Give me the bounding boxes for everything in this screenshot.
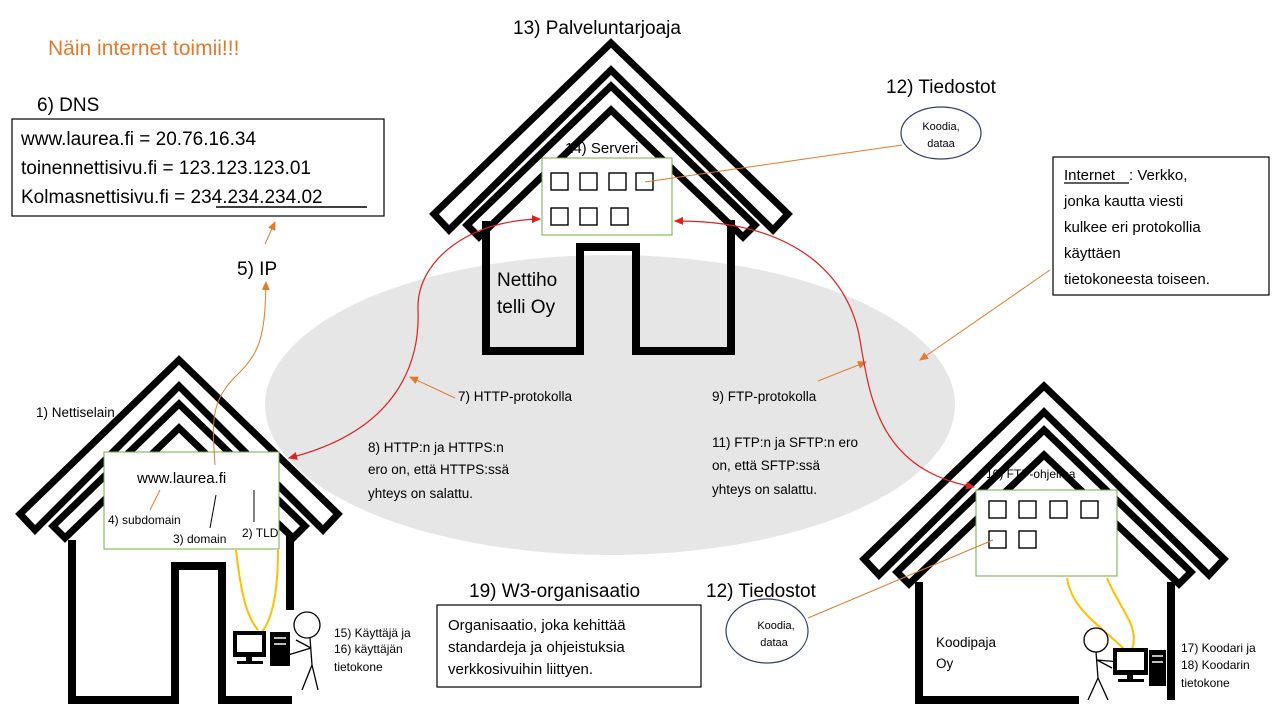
https-note-1: 8) HTTP:n ja HTTPS:n — [368, 440, 504, 455]
http-protocol-label: 7) HTTP-protokolla — [458, 389, 573, 404]
coder-label-1: 17) Koodari ja — [1181, 641, 1256, 655]
workshop-line1: Koodipaja — [936, 635, 997, 650]
ftp-connection-arrow — [674, 216, 975, 490]
files-top-line1: Koodia, — [922, 121, 959, 133]
user-label-3: tietokone — [334, 660, 383, 674]
coder-figure-icon — [1083, 627, 1121, 701]
dns-box — [11, 118, 385, 217]
dns-title: 6) DNS — [37, 95, 99, 116]
page-title: Näin internet toimii!!! — [48, 37, 239, 60]
server-box — [541, 157, 673, 236]
ip-label: 5) IP — [237, 259, 277, 280]
user-house-icon — [15, 355, 343, 704]
internet-line-1: : Verkko, — [1129, 167, 1187, 184]
files-bottom-title: 12) Tiedostot — [706, 581, 817, 602]
provider-title: 13) Palveluntarjoaja — [513, 18, 681, 39]
user-label-1: 15) Käyttäjä ja — [334, 626, 411, 640]
browser-to-ip-arrow — [212, 281, 270, 466]
internet-line-5: tietokoneesta toiseen. — [1064, 271, 1210, 288]
domain-label: 3) domain — [173, 532, 226, 546]
host-company-line1: Nettiho — [497, 270, 557, 291]
internet-arrow — [919, 269, 1051, 361]
browser-url: www.laurea.fi — [136, 470, 226, 487]
tld-label: 2) TLD — [242, 526, 279, 540]
dns-row-2: toinennettisivu.fi = 123.123.123.01 — [21, 158, 311, 179]
user-label-2: 16) käyttäjän — [334, 642, 403, 656]
internet-term: Internet — [1064, 167, 1116, 184]
files-bottom-line2: dataa — [760, 637, 788, 649]
browser-box — [103, 451, 280, 550]
browser-label: 1) Nettiselain — [36, 405, 115, 420]
files-bubble-bottom — [725, 598, 809, 664]
w3-line-2: standardeja ja ohjeistuksia — [448, 639, 625, 656]
coder-label-2: 18) Koodarin — [1181, 658, 1250, 672]
files-top-connector — [644, 144, 903, 183]
w3-title: 19) W3-organisaatio — [469, 581, 640, 602]
ftp-program-box — [975, 489, 1118, 577]
internet-box — [1052, 156, 1270, 296]
internet-line-2: jonka kautta viesti — [1063, 193, 1183, 210]
user-computer-icon — [233, 631, 290, 666]
user-figure-icon — [287, 611, 321, 691]
dns-row-3: Kolmasnettisivu.fi = 234.234.234.02 — [21, 187, 323, 208]
https-note-3: yhteys on salattu. — [368, 486, 473, 501]
subdomain-label: 4) subdomain — [108, 513, 181, 527]
coder-label-3: tietokone — [1181, 676, 1230, 690]
w3-line-1: Organisaatio, joka kehittää — [448, 617, 626, 634]
http-connection-arrow — [288, 215, 541, 460]
https-note-2: ero on, että HTTPS:ssä — [368, 462, 510, 477]
internet-line-4: käyttäen — [1064, 245, 1121, 262]
coder-cable — [1066, 577, 1135, 651]
subdomain-line — [149, 489, 161, 511]
internet-line-3: kulkee eri protokollia — [1064, 219, 1201, 236]
sftp-note-2: on, että SFTP:ssä — [712, 458, 821, 473]
host-company-line2: telli Oy — [497, 297, 556, 318]
files-bottom-line1: Koodia, — [757, 620, 794, 632]
files-bottom-connector — [807, 539, 994, 619]
w3-line-3: verkkosivuihin liittyen. — [448, 661, 593, 678]
w3-box — [436, 604, 702, 688]
sftp-note-1: 11) FTP:n ja SFTP:n ero — [712, 435, 858, 450]
files-top-title: 12) Tiedostot — [886, 77, 997, 98]
user-cable — [235, 549, 279, 633]
ftp-protocol-label: 9) FTP-protokolla — [712, 389, 817, 404]
coder-computer-icon — [1113, 648, 1166, 686]
ip-to-dns-arrow — [264, 221, 276, 245]
workshop-line2: Oy — [936, 656, 954, 671]
files-top-line2: dataa — [927, 138, 955, 150]
network-cloud — [265, 255, 955, 555]
domain-line — [209, 494, 217, 529]
coder-house-icon — [859, 381, 1229, 704]
files-bubble-top — [900, 106, 982, 160]
server-label: 14) Serveri — [565, 140, 638, 157]
ftp-program-label: 10) FTP-ohjelma — [986, 467, 1076, 481]
dns-row-1: www.laurea.fi = 20.76.16.34 — [20, 129, 256, 150]
sftp-note-3: yhteys on salattu. — [712, 482, 817, 497]
